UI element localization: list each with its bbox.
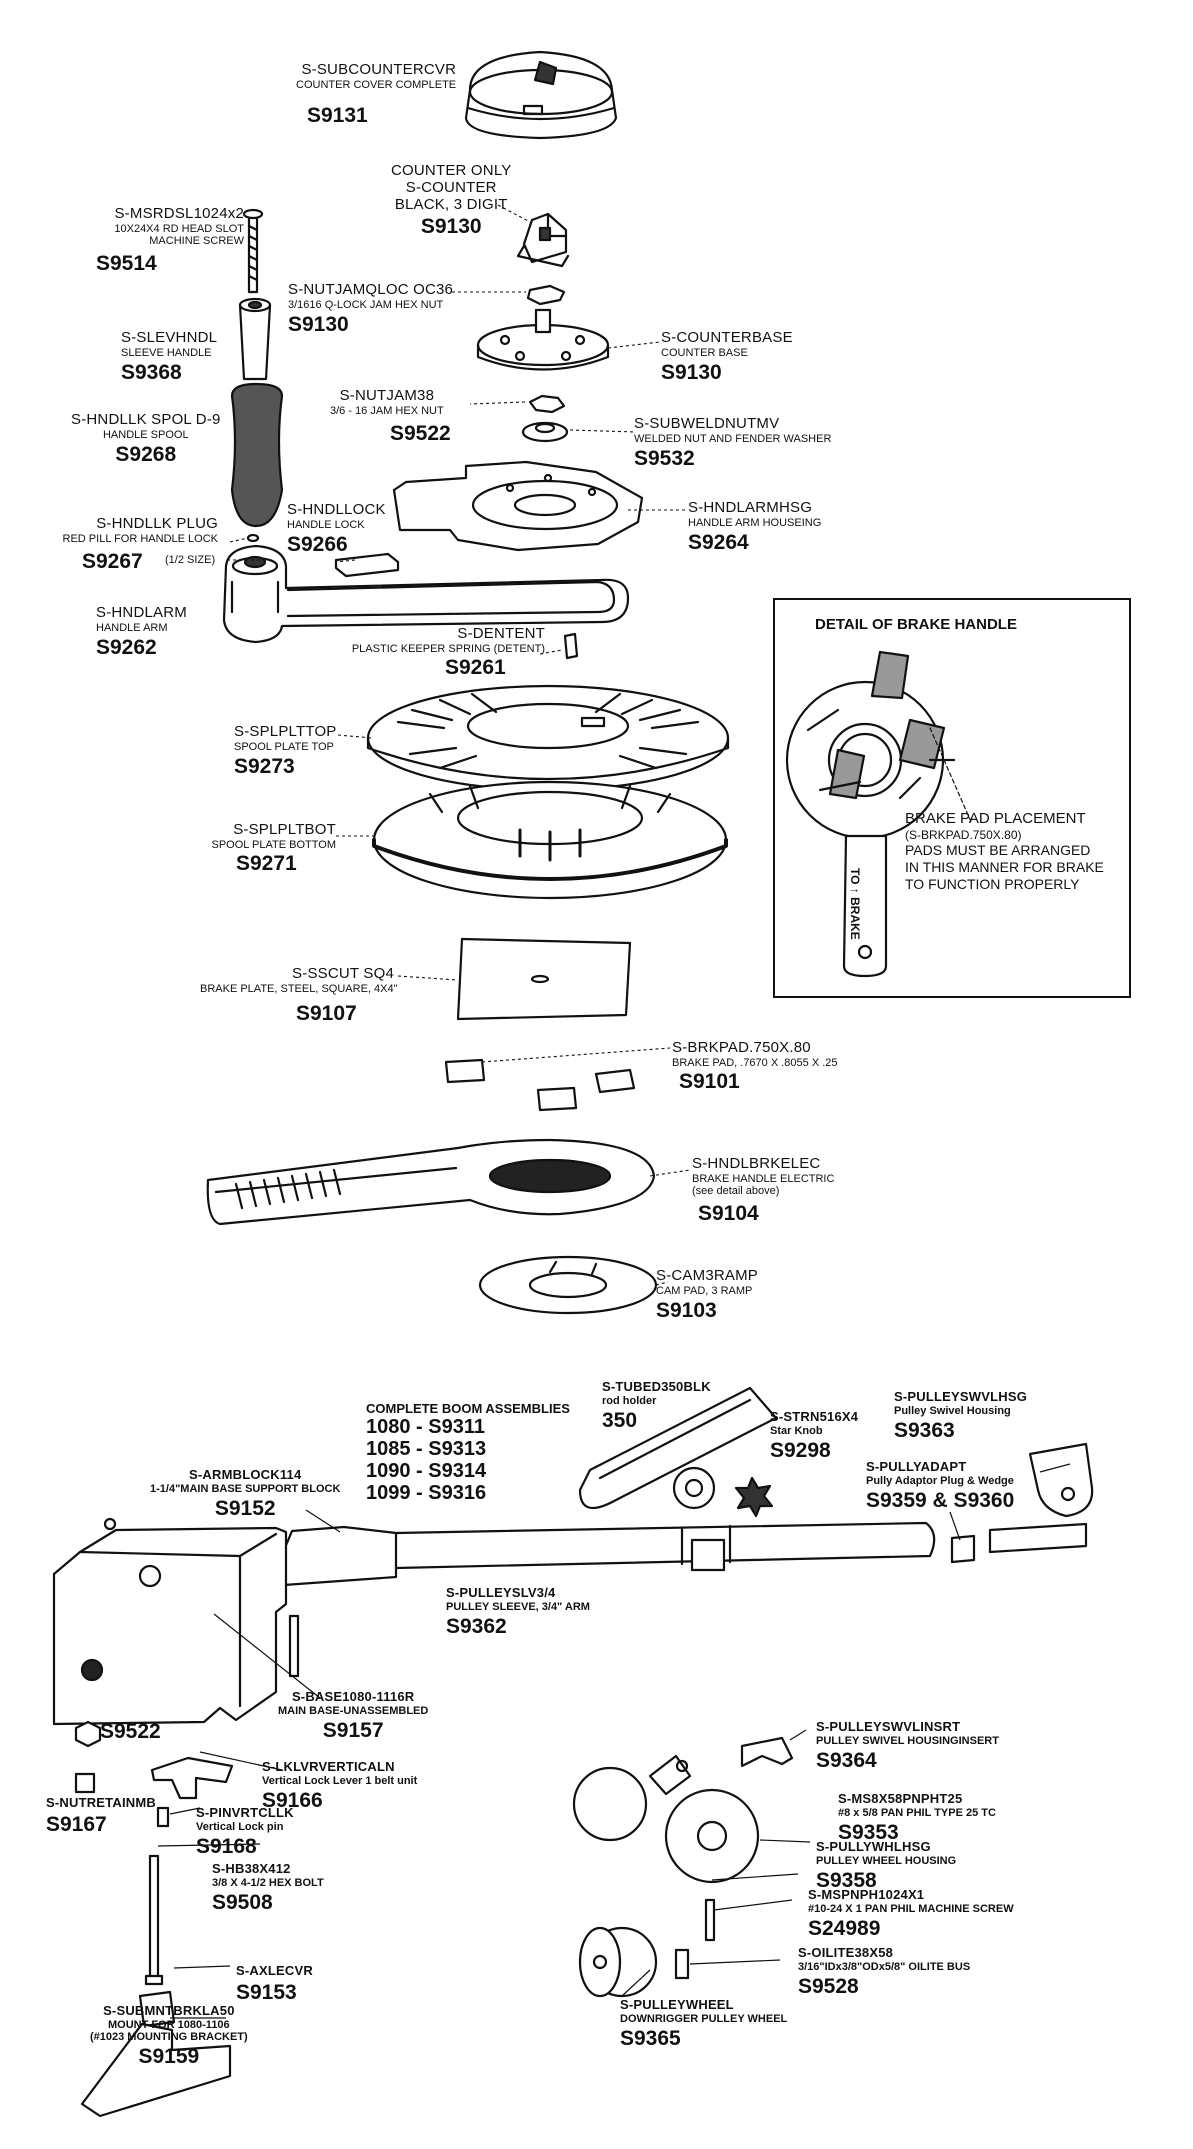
- handle-arm-drawing: [222, 544, 630, 644]
- complete-boom-assemblies: COMPLETE BOOM ASSEMBLIES 1080 - S9311 10…: [366, 1401, 570, 1505]
- detail-title: DETAIL OF BRAKE HANDLE: [815, 616, 1017, 633]
- part-number-s9267: S9267: [82, 550, 143, 573]
- handle-spool-drawing: [230, 382, 284, 528]
- brake-plate-drawing: [456, 937, 632, 1021]
- detent-drawing: [563, 632, 579, 660]
- part-number-s9261: S9261: [445, 656, 506, 679]
- handle-lock-drawing: [334, 552, 400, 578]
- part-number-s9107: S9107: [296, 1002, 357, 1025]
- bolt-drawing: [288, 1614, 300, 1678]
- part-number-s9514: S9514: [96, 252, 157, 275]
- spool-plate-bottom-drawing: [372, 780, 728, 900]
- boom-arm-drawing: [280, 1521, 936, 1587]
- cam-pad-drawing: [478, 1255, 658, 1315]
- axle-cover-drawing: [138, 1990, 176, 2028]
- star-knob-drawing: [734, 1476, 774, 1518]
- counter-drawing: [516, 212, 570, 268]
- brake-handle-drawing: [206, 1138, 656, 1226]
- part-number-s9271: S9271: [236, 852, 297, 875]
- handle-arm-housing-drawing: [392, 460, 644, 552]
- counter-base-drawing: [476, 308, 610, 371]
- welded-nut-drawing: [521, 421, 569, 443]
- hex-nut-drawing: [74, 1720, 102, 1748]
- label-hndllkplug-size: (1/2 SIZE): [165, 554, 216, 566]
- hex-bolt-drawing: [144, 1854, 164, 1986]
- label-mspnph: S-MSPNPH1024X1#10-24 X 1 PAN PHIL MACHIN…: [808, 1887, 1014, 1940]
- counter-cover-drawing: [464, 50, 618, 140]
- jam-nut-drawing: [526, 284, 566, 306]
- part-number-s9104: S9104: [698, 1202, 759, 1225]
- rod-holder-drawing: [578, 1386, 778, 1510]
- pulley-swivel-housing-drawing: [1028, 1442, 1094, 1518]
- pulley-assembly-drawing: [572, 1736, 794, 1998]
- red-pill-drawing: [246, 533, 260, 543]
- nut-38-drawing: [528, 394, 566, 414]
- main-base-drawing: [52, 1517, 288, 1726]
- part-number-s9522-top: S9522: [390, 422, 451, 445]
- part-number-s9522-base: S9522: [100, 1720, 161, 1743]
- retaining-nut-drawing: [74, 1772, 96, 1794]
- detail-note: BRAKE PAD PLACEMENT (S-BRKPAD.750X.80) P…: [905, 810, 1104, 892]
- part-number-s9101: S9101: [679, 1070, 740, 1093]
- lock-pin-drawing: [156, 1806, 170, 1828]
- brake-handle-detail-drawing: [785, 650, 973, 978]
- lock-lever-drawing: [150, 1756, 234, 1800]
- to-brake-arrow-text: TO ↑ BRAKE: [848, 868, 862, 940]
- part-number-s9131: S9131: [307, 104, 368, 127]
- adaptor-plug-drawing: [950, 1522, 1088, 1564]
- brake-pad-drawing: [444, 1058, 636, 1112]
- spool-plate-top-drawing: [366, 684, 730, 792]
- brake-handle-detail-box: DETAIL OF BRAKE HANDLE BRAKE PAD PLACEME…: [773, 598, 1131, 998]
- mounting-bracket-drawing: [80, 2022, 232, 2118]
- sleeve-handle-drawing: [238, 297, 272, 381]
- screw-drawing: [242, 208, 264, 294]
- label-ms8x58: S-MS8X58PNPHT25#8 x 5/8 PAN PHIL TYPE 25…: [838, 1791, 996, 1844]
